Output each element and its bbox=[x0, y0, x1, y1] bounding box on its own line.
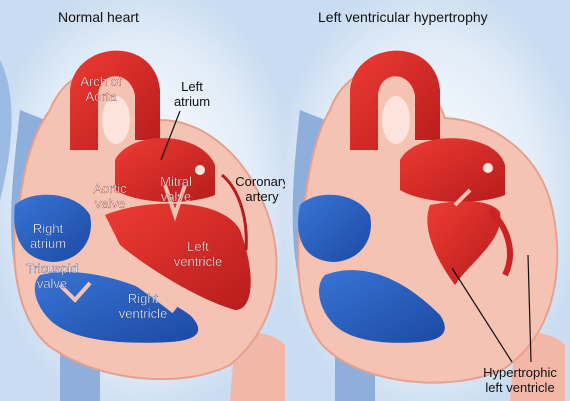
leader-left-atrium bbox=[160, 110, 181, 161]
label-aortic-valve-line1: Aortic bbox=[93, 181, 127, 196]
left-ventricle-chamber bbox=[105, 203, 251, 310]
label-left-atrium-line1: Left bbox=[181, 79, 203, 94]
label-coronary-artery-line2: artery bbox=[245, 189, 279, 204]
title-left-ventricular-hypertrophy: Left ventricular hypertrophy bbox=[318, 9, 488, 25]
mitral-valve-leaflets bbox=[163, 184, 187, 222]
label-mitral-valve-line1: Mitral bbox=[160, 174, 192, 189]
label-hypertrophic-line2: left ventricle bbox=[485, 380, 554, 395]
septum bbox=[92, 251, 178, 314]
coronary-artery-vessel bbox=[221, 173, 248, 251]
left-atrium-chamber bbox=[115, 138, 215, 202]
aortic-arch bbox=[70, 50, 160, 150]
label-left-ventricle-line2: ventricle bbox=[174, 254, 222, 269]
normal-heart-panel: Normal heart Arch of Aorta Left atrium A… bbox=[0, 0, 289, 401]
label-coronary-artery-line1: Coronary bbox=[235, 174, 289, 189]
right-atrium-chamber bbox=[14, 194, 91, 262]
label-arch-of-aorta-line2: Aorta bbox=[85, 89, 117, 104]
label-right-atrium-line1: Right bbox=[33, 221, 64, 236]
pulmonary-vein-opening bbox=[483, 163, 493, 173]
label-left-ventricle-line1: Left bbox=[187, 239, 209, 254]
label-hypertrophic-line1: Hypertrophic bbox=[483, 365, 557, 380]
tricuspid-valve-leaflets bbox=[58, 281, 92, 303]
leader-hypertrophic-lv-1 bbox=[451, 267, 513, 363]
arch-opening bbox=[382, 96, 410, 144]
left-atrium-chamber bbox=[400, 138, 505, 202]
right-ventricle-chamber bbox=[318, 270, 445, 343]
label-aortic-valve-line2: valve bbox=[95, 196, 125, 211]
right-ventricle-chamber bbox=[34, 271, 199, 343]
title-normal-heart: Normal heart bbox=[58, 9, 139, 25]
hypertrophic-left-ventricle-cavity bbox=[427, 201, 501, 285]
label-right-ventricle-line2: ventricle bbox=[119, 306, 167, 321]
vessel-left-edge bbox=[0, 60, 12, 200]
pulmonary-vein-opening bbox=[195, 165, 205, 175]
label-mitral-valve-line2: valve bbox=[161, 189, 191, 204]
mitral-valve-leaflets bbox=[453, 188, 472, 207]
leader-hypertrophic-lv-2 bbox=[527, 254, 532, 363]
aortic-arch bbox=[350, 50, 440, 150]
label-arch-of-aorta-line1: Arch of bbox=[80, 74, 122, 89]
label-right-atrium-line2: atrium bbox=[30, 236, 66, 251]
label-right-ventricle-line1: Right bbox=[128, 291, 159, 306]
label-left-atrium-line2: atrium bbox=[174, 94, 210, 109]
arch-opening bbox=[102, 96, 130, 144]
right-atrium-chamber bbox=[298, 194, 371, 262]
label-tricuspid-valve-line1: Tricuspid bbox=[26, 261, 78, 276]
label-tricuspid-valve-line2: valve bbox=[37, 276, 67, 291]
ventricle-lumen bbox=[487, 207, 513, 277]
lvh-heart-panel: Left ventricular hypertrophy Hypertrophi… bbox=[285, 0, 570, 401]
